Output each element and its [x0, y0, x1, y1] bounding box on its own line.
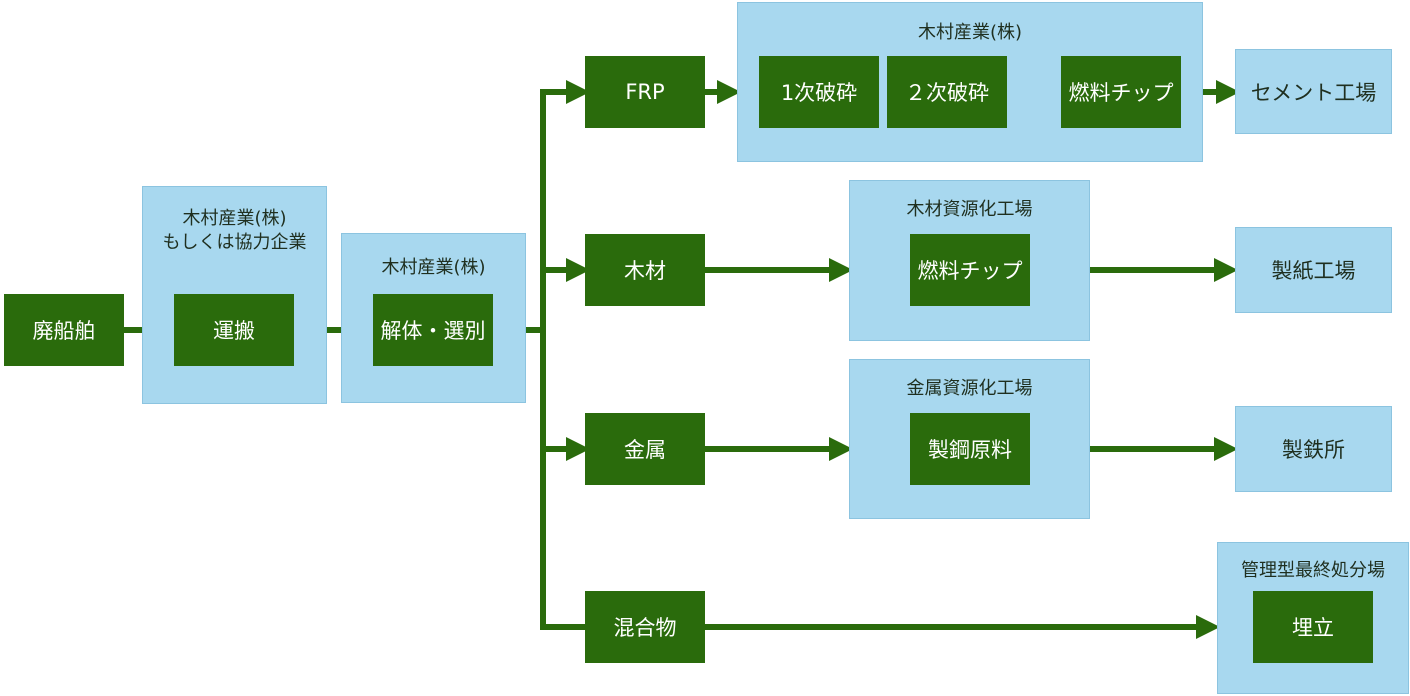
frp-step3-label: 燃料チップ: [1068, 81, 1174, 105]
metal-label: 金属: [624, 438, 666, 462]
wood-label: 木材: [624, 259, 666, 283]
transport-org-line1: 木村産業(株): [182, 208, 287, 229]
wood-plant-name: 木材資源化工場: [906, 199, 1033, 220]
frp-step1-box: 1次破砕: [759, 56, 879, 128]
wood-box: 木材: [585, 234, 705, 306]
metal-plant-product-box: 製鋼原料: [910, 413, 1030, 485]
paper-mill-label: 製紙工場: [1271, 259, 1356, 283]
mixed-label: 混合物: [613, 616, 677, 640]
source-box: 廃船舶: [4, 294, 124, 366]
mixed-box: 混合物: [585, 591, 705, 663]
steelworks-label: 製鉄所: [1282, 438, 1345, 462]
cement-plant-label: セメント工場: [1250, 80, 1377, 105]
dismantle-org: 木村産業(株): [381, 257, 486, 278]
steelworks-box: 製鉄所: [1235, 406, 1392, 492]
transport-box: 運搬: [174, 294, 294, 366]
frp-label: FRP: [625, 80, 665, 104]
transport-org-line2: もしくは協力企業: [162, 232, 307, 253]
frp-step1-label: 1次破砕: [780, 81, 858, 105]
paper-mill-box: 製紙工場: [1235, 227, 1392, 313]
metal-box: 金属: [585, 413, 705, 485]
metal-plant-name: 金属資源化工場: [906, 378, 1033, 399]
wood-plant-product: 燃料チップ: [917, 259, 1023, 283]
frp-step2-label: ２次破砕: [905, 81, 989, 105]
transport-label: 運搬: [213, 319, 255, 343]
cement-plant-box: セメント工場: [1235, 49, 1392, 134]
frp-process-org: 木村産業(株): [917, 22, 1023, 43]
dismantle-box: 解体・選別: [373, 294, 493, 366]
dismantle-label: 解体・選別: [380, 319, 486, 343]
wood-plant-product-box: 燃料チップ: [910, 234, 1030, 306]
landfill-action: 埋立: [1292, 616, 1334, 640]
source-label: 廃船舶: [32, 319, 96, 343]
frp-box: FRP: [585, 56, 705, 128]
frp-step3-box: 燃料チップ: [1061, 56, 1181, 128]
metal-plant-product: 製鋼原料: [928, 438, 1012, 462]
landfill-action-box: 埋立: [1253, 591, 1373, 663]
landfill-name: 管理型最終処分場: [1241, 560, 1385, 581]
frp-step2-box: ２次破砕: [887, 56, 1007, 128]
